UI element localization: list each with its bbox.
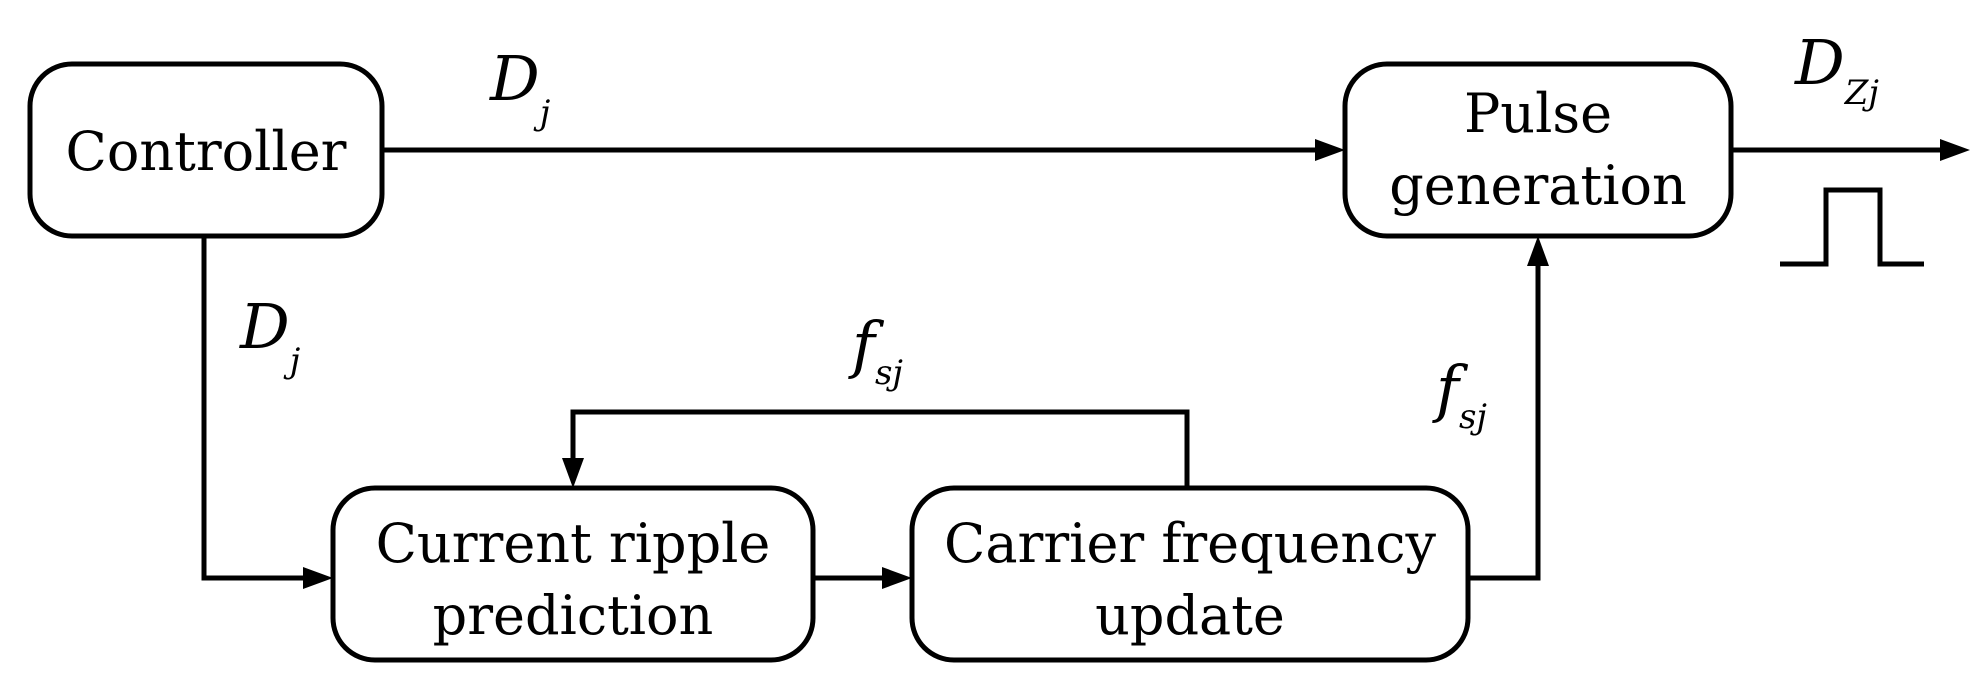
arrow-carrier-to-pulse: [1468, 236, 1549, 581]
controller-label: Controller: [66, 120, 347, 183]
arrow-controller-to-pulse: [382, 139, 1345, 161]
pulse-waveform-icon: [1780, 187, 1924, 267]
arrow-controller-to-ripple: [201, 236, 333, 589]
signal-fsj-loop: fsj: [848, 308, 903, 393]
current-ripple-label-line1: Current ripple: [376, 512, 771, 575]
signal-dj-top: Dj: [489, 42, 551, 133]
pulse-generation-block: Pulse generation: [1342, 61, 1734, 239]
signal-dj-left: Dj: [239, 290, 301, 381]
carrier-frequency-update-block: Carrier frequency update: [909, 485, 1471, 663]
carrier-frequency-label-line1: Carrier frequency: [944, 512, 1436, 575]
arrow-pulse-output: [1731, 139, 1970, 161]
current-ripple-label-line2: prediction: [433, 584, 714, 647]
arrow-ripple-to-carrier: [813, 567, 912, 589]
arrow-feedback-carrier-to-ripple: [562, 409, 1190, 488]
controller-block: Controller: [27, 61, 385, 239]
signal-fsj-right: fsj: [1432, 352, 1487, 437]
current-ripple-prediction-block: Current ripple prediction: [330, 485, 816, 663]
pulse-generation-label-line2: generation: [1389, 154, 1687, 217]
signal-dzj-output: DZj: [1794, 26, 1879, 113]
carrier-frequency-label-line2: update: [1095, 584, 1285, 647]
pulse-generation-label-line1: Pulse: [1464, 82, 1612, 145]
